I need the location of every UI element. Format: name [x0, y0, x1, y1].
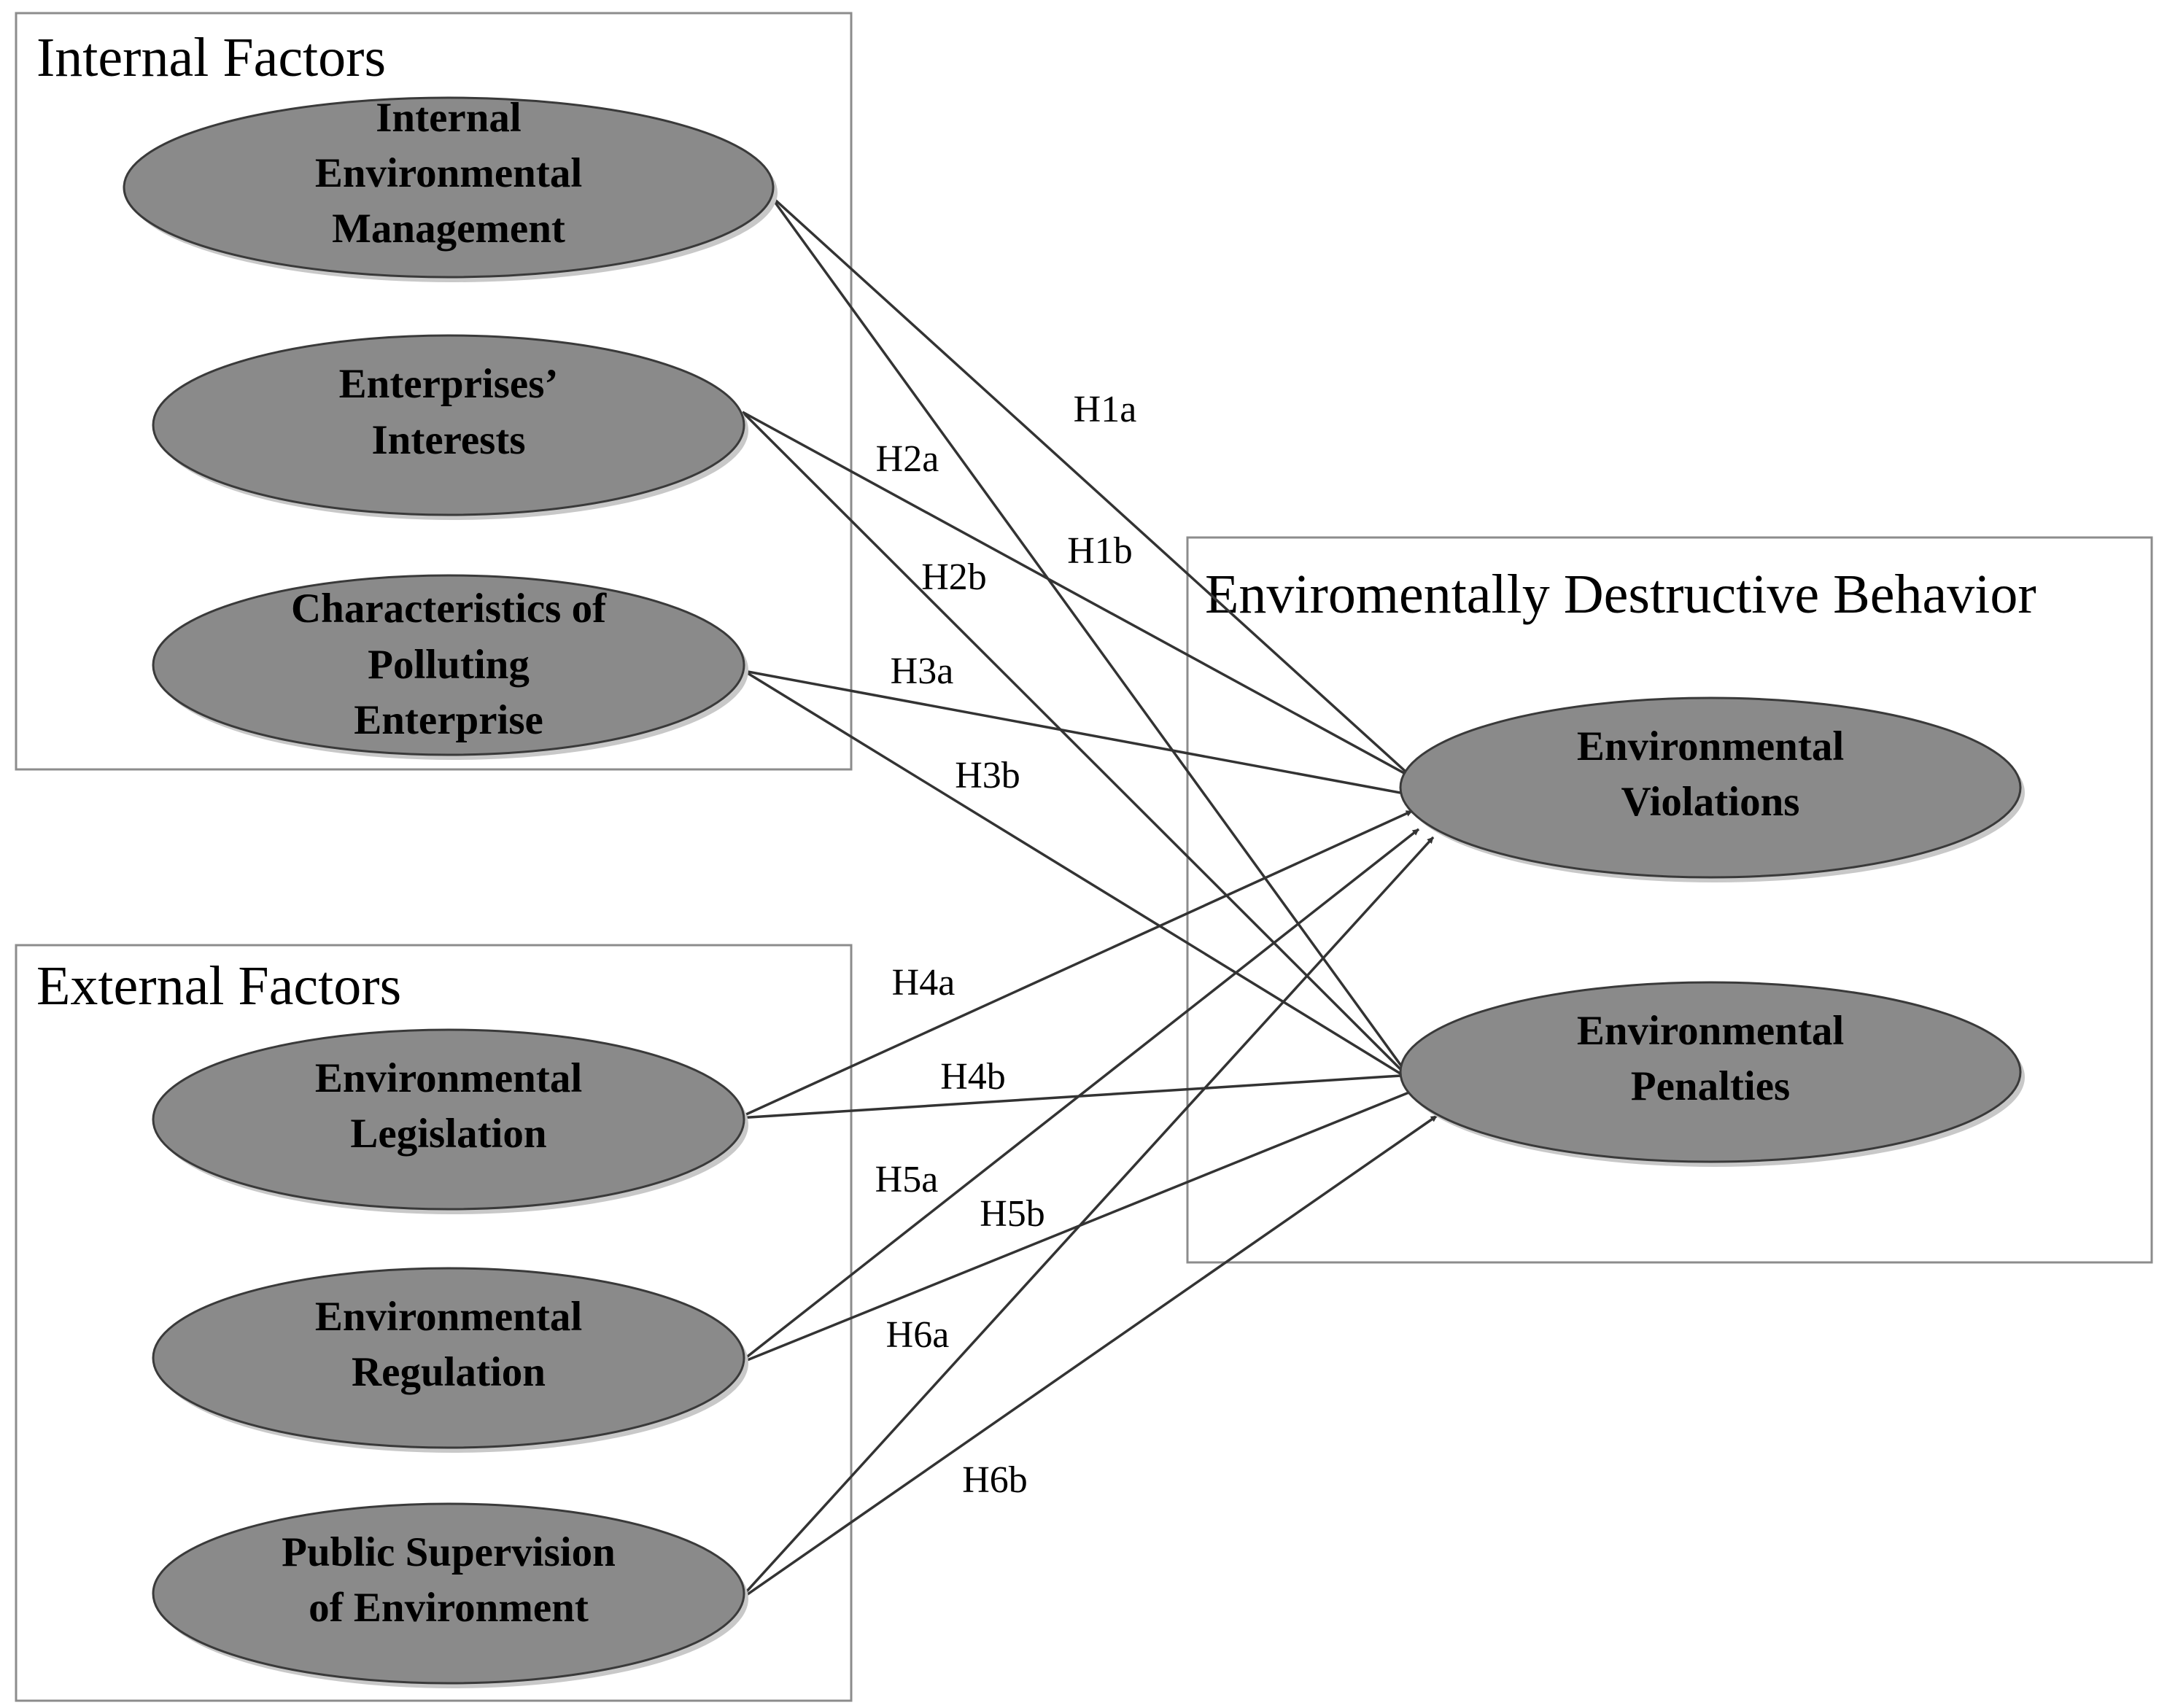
edge-h4a [737, 810, 1413, 1119]
node-label-iem-2: Environmental [315, 150, 582, 196]
node-label-cpe-2: Polluting [368, 642, 530, 688]
edge-label-h6a: H6a [886, 1314, 950, 1356]
edge-label-h3a: H3a [891, 651, 954, 692]
node-label-ev-2: Violations [1621, 779, 1800, 825]
internal-factors-group: Internal Factors [15, 12, 853, 771]
edge-h2b [741, 411, 1414, 1082]
edge-label-h1b: H1b [1067, 530, 1133, 572]
node-ei: Enterprises’ Interests [152, 334, 748, 520]
edge-label-h5b: H5b [980, 1193, 1045, 1235]
edge-label-h5a: H5a [875, 1159, 939, 1200]
node-label-cpe-3: Enterprise [354, 697, 543, 743]
construct-nodes: InternalEnvironmentalManagementEnterpris… [123, 95, 2025, 1688]
edge-label-h1a: H1a [1074, 389, 1137, 430]
edge-h5a [737, 828, 1420, 1365]
destructive-behavior-group: Enviromentally Destructive Behavior [1186, 536, 2153, 1264]
hypothesis-paths [737, 193, 1438, 1602]
node-ellipse-ei [152, 334, 745, 516]
node-label-iem-3: Management [332, 206, 565, 252]
destructive-behavior-title: Enviromentally Destructive Behavior [1205, 564, 2036, 625]
node-ellipse-iem [123, 96, 775, 279]
node-label-ep-2: Penalties [1631, 1063, 1790, 1109]
edge-label-h6b: H6b [962, 1459, 1028, 1501]
node-label-ei-2: Interests [371, 417, 525, 463]
node-label-er-2: Regulation [352, 1349, 546, 1395]
edge-label-h4a: H4a [892, 962, 956, 1004]
node-ellipse-el [152, 1028, 745, 1211]
node-ellipse-ev [1399, 696, 2022, 879]
node-label-ev-1: Environmental [1577, 723, 1844, 769]
node-label-iem-1: Internal [376, 95, 522, 141]
edge-label-h2a: H2a [876, 438, 939, 480]
edge-h6a [737, 836, 1435, 1602]
edge-label-h2b: H2b [921, 556, 987, 598]
node-label-ep-1: Environmental [1577, 1008, 1844, 1054]
edge-h6b [737, 1114, 1438, 1602]
node-label-ei-1: Enterprises’ [339, 361, 559, 407]
node-ellipse-er [152, 1267, 745, 1449]
edge-h3b [743, 669, 1413, 1082]
edge-label-h4b: H4b [940, 1056, 1006, 1098]
edge-label-h3b: H3b [955, 755, 1020, 796]
external-factors-title: External Factors [36, 955, 401, 1017]
internal-factors-title: Internal Factors [36, 27, 386, 88]
node-ellipse-pse [152, 1502, 745, 1685]
node-label-el-2: Legislation [350, 1111, 546, 1157]
node-label-el-1: Environmental [315, 1055, 582, 1101]
edge-h1b [768, 193, 1414, 1082]
node-label-pse-1: Public Supervision [282, 1529, 616, 1575]
node-label-cpe-1: Characteristics of [291, 586, 607, 632]
node-ellipse-ep [1399, 981, 2022, 1163]
node-pse: Public Supervision of Environment [152, 1502, 748, 1688]
edge-h4b [737, 1072, 1413, 1119]
edge-h2a [742, 411, 1413, 779]
node-label-er-1: Environmental [315, 1294, 582, 1340]
node-label-pse-2: of Environment [309, 1585, 589, 1631]
node-ellipse-cpe [152, 574, 745, 756]
external-factors-group: External Factors [15, 944, 853, 1702]
edge-h1a [768, 193, 1414, 779]
edge-h3a [743, 669, 1413, 797]
